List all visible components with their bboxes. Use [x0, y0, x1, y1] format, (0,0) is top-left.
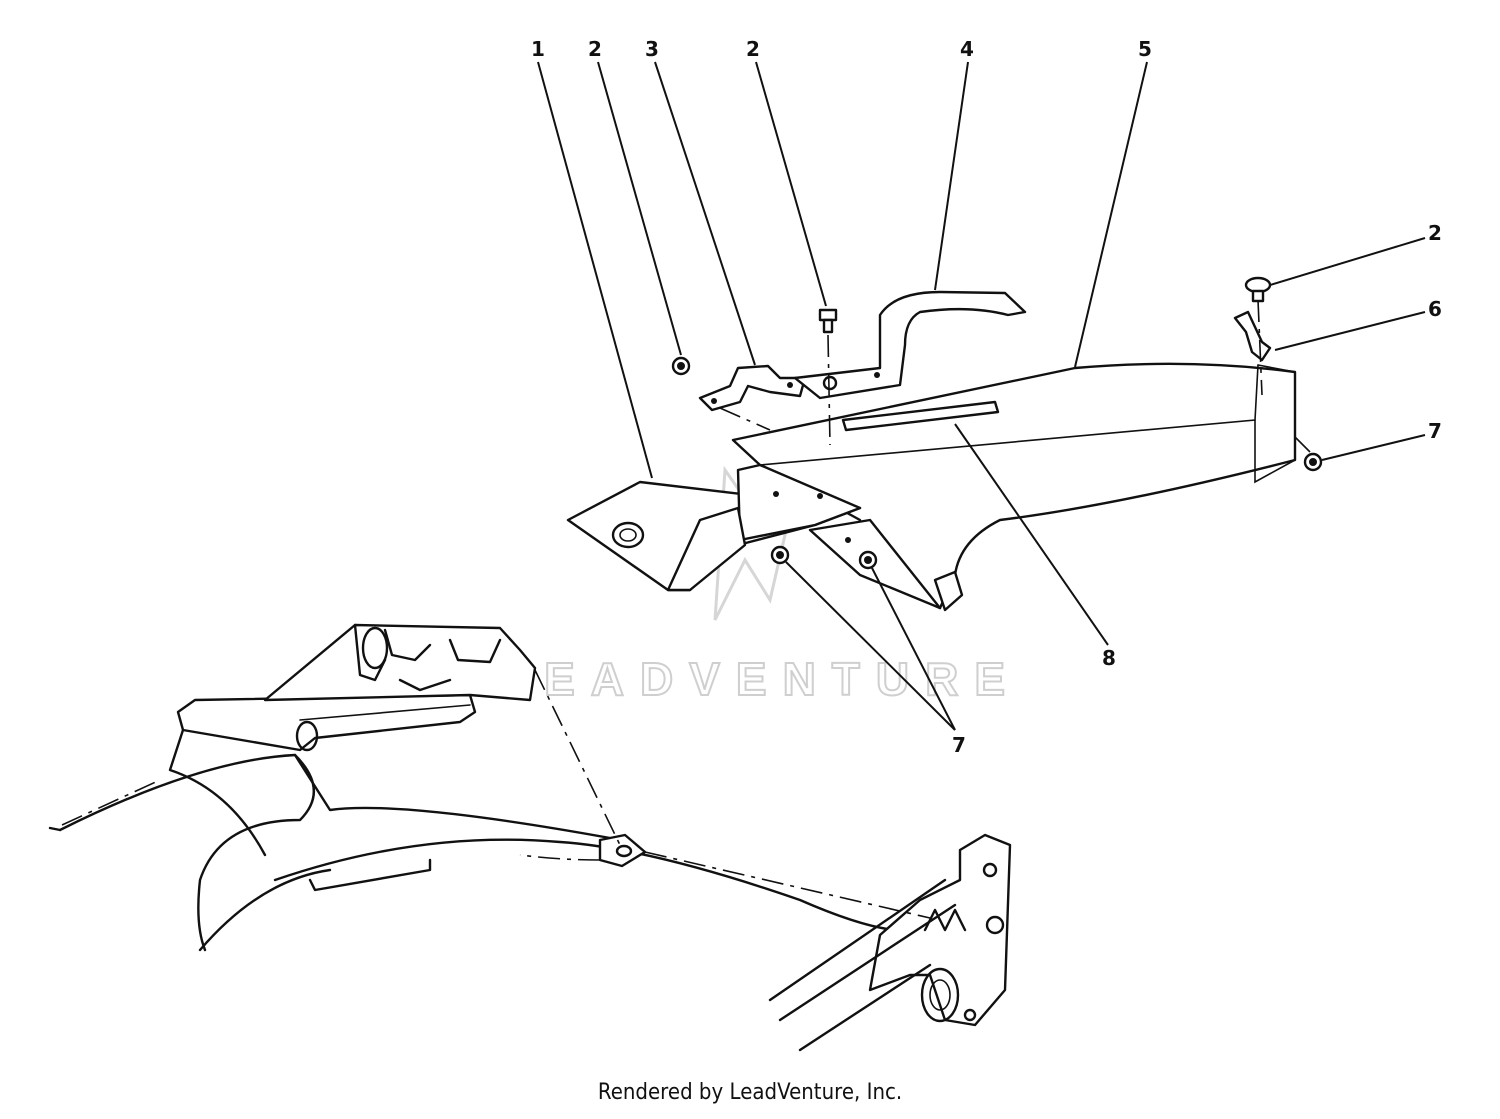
nut-7a: [1303, 452, 1323, 472]
bolt-2a: [671, 356, 691, 376]
bracket: [698, 364, 807, 412]
watermark-text: LEADVENTURE: [500, 653, 1021, 705]
callout-7a: 7: [1428, 419, 1442, 443]
callout-2a: 2: [588, 37, 602, 61]
footer-credit: Rendered by LeadVenture, Inc.: [597, 1080, 903, 1105]
callout-2b: 2: [746, 37, 760, 61]
bolt-2b: [818, 308, 838, 334]
callout-7b: 7: [952, 733, 966, 757]
callout-1: 1: [531, 37, 545, 61]
callout-6: 6: [1428, 297, 1442, 321]
callout-2c: 2: [1428, 221, 1442, 245]
callout-5: 5: [1138, 37, 1152, 61]
wing-nut: [1233, 310, 1272, 362]
nut-7b: [770, 545, 790, 565]
callout-8: 8: [1102, 646, 1116, 670]
nut-7c: [858, 550, 878, 570]
leader-lines: [537, 61, 1426, 731]
engine-housing: [48, 623, 1012, 1052]
chute-body: [731, 362, 1297, 610]
decal: [841, 400, 1000, 432]
callout-4: 4: [960, 37, 974, 61]
grip: [176, 693, 477, 752]
handle: [793, 290, 1027, 400]
callout-3: 3: [645, 37, 659, 61]
chute-assembly: [566, 276, 1323, 612]
callouts: 1 2 3 2 4 5 2 6 7 8 7: [531, 37, 1442, 757]
bolt-2c: [1244, 276, 1272, 303]
